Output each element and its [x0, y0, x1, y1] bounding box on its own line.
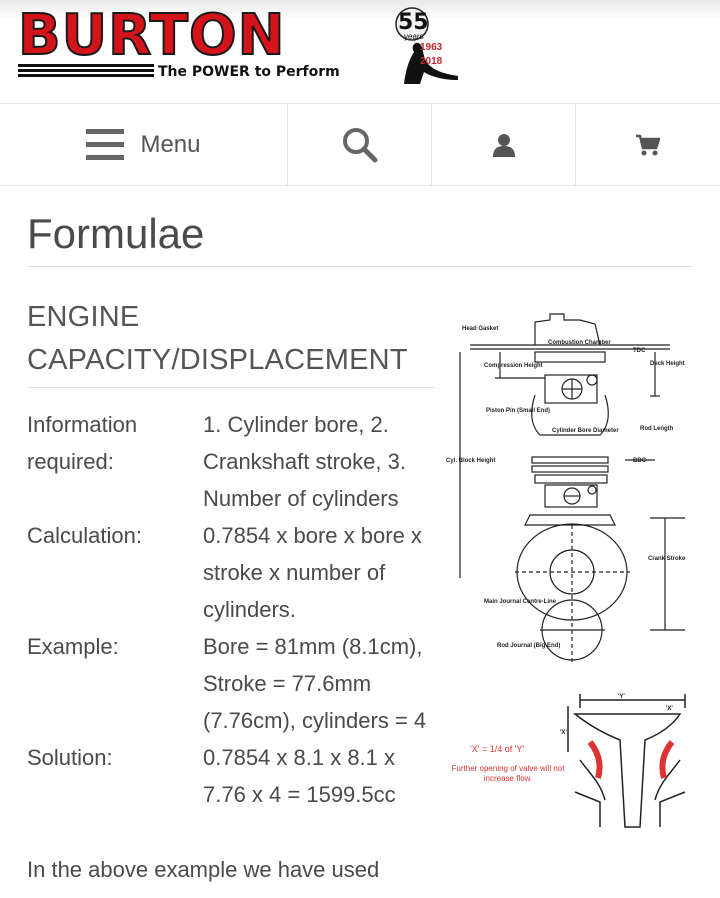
- header-gradient: [0, 0, 720, 20]
- site-header: BURTON The POWER to Perform 55 years 196…: [0, 0, 720, 103]
- label-head-gasket: Head Gasket: [462, 326, 498, 332]
- row-value: Bore = 81mm (8.1cm), Stroke = 77.6mm (7.…: [203, 634, 427, 733]
- anniversary-number: 55: [398, 10, 429, 35]
- anniversary-years: years: [404, 32, 424, 41]
- seal-icon: [395, 7, 458, 84]
- label-crank-stroke: Crank Stroke: [648, 556, 686, 562]
- label-cyl-block-height: Cyl. Block Height: [446, 458, 495, 464]
- account-button[interactable]: [432, 104, 576, 185]
- row-value: 0.7854 x bore x bore x stroke x number o…: [203, 523, 422, 622]
- section-title: ENGINE CAPACITY/DISPLACEMENT: [27, 301, 408, 376]
- label-compression-height: Compression Height: [484, 363, 543, 369]
- label-main-journal: Main Journal Centre-Line: [484, 599, 557, 605]
- menu-label: Menu: [140, 130, 201, 158]
- label-deck-height: Deck Height: [650, 361, 685, 367]
- logo-speed-stripes: [18, 64, 154, 80]
- explanatory-note: In the above example we have used: [27, 857, 380, 882]
- cart-button[interactable]: [576, 104, 720, 185]
- row-label: Example:: [27, 634, 119, 659]
- cart-icon: [636, 134, 660, 155]
- label-rod-length: Rod Length: [640, 426, 674, 432]
- row-label: Calculation:: [27, 523, 142, 548]
- search-icon: [342, 127, 377, 162]
- valve-label-x-top: 'X': [666, 706, 673, 712]
- user-icon: [492, 133, 515, 157]
- valve-caption: Further opening of valve will not increa…: [451, 764, 565, 783]
- anniversary-start-year: 1963: [420, 42, 443, 53]
- logo-tagline: The POWER to Perform: [158, 64, 340, 80]
- section-divider: [27, 387, 435, 388]
- page-title: Formulae: [27, 210, 205, 257]
- label-bdc: BDC: [633, 458, 647, 464]
- search-button[interactable]: [288, 104, 432, 185]
- label-cylinder-bore: Cylinder Bore Diameter: [552, 428, 619, 434]
- row-value: 0.7854 x 8.1 x 8.1 x 7.76 x 4 = 1599.5cc: [203, 745, 396, 807]
- logo-wordmark: BURTON: [17, 3, 286, 68]
- valve-ratio-text: 'X' = 1/4 of 'Y': [470, 744, 525, 754]
- anniversary-badge: 55 years 1963 2018: [380, 6, 460, 86]
- burton-logo[interactable]: BURTON The POWER to Perform 55 years 196…: [17, 3, 460, 88]
- anniversary-end-year: 2018: [420, 56, 443, 67]
- valve-label-y: 'Y': [618, 694, 625, 700]
- row-label: Solution:: [27, 745, 113, 770]
- table-row: Example: Bore = 81mm (8.1cm), Stroke = 7…: [27, 628, 437, 739]
- hamburger-icon: [86, 128, 125, 160]
- table-row: Solution: 0.7854 x 8.1 x 8.1 x 7.76 x 4 …: [27, 739, 437, 813]
- row-value: 1. Cylinder bore, 2. Crankshaft stroke, …: [203, 412, 406, 511]
- valve-flow-diagram: 'Y' 'X' 'X': [560, 694, 686, 828]
- nav-bar: Menu: [0, 103, 720, 186]
- formula-table: Information required: 1. Cylinder bore, …: [27, 406, 437, 813]
- row-label: Information required:: [27, 412, 138, 474]
- title-divider: [27, 266, 693, 267]
- label-rod-journal: Rod Journal (Big End): [497, 643, 560, 649]
- table-row: Information required: 1. Cylinder bore, …: [27, 406, 437, 517]
- table-row: Calculation: 0.7854 x bore x bore x stro…: [27, 517, 437, 628]
- menu-button[interactable]: Menu: [0, 104, 288, 185]
- valve-label-x-side: 'X': [560, 730, 567, 736]
- engine-geometry-diagram: Head Gasket Combustion Chamber TDC Compr…: [446, 313, 686, 665]
- label-tdc: TDC: [633, 348, 646, 354]
- label-piston-pin: Piston Pin (Small End): [486, 408, 550, 414]
- label-combustion-chamber: Combustion Chamber: [548, 340, 611, 346]
